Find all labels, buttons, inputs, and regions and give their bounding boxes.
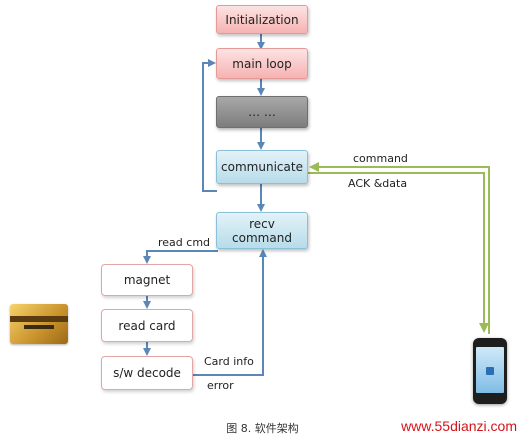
arrow-recv-to-magnet — [143, 250, 218, 264]
label-error: error — [207, 379, 234, 392]
node-sw-decode: s/w decode — [101, 356, 193, 390]
site-watermark: www.55dianzi.com — [401, 418, 517, 434]
label-ack-data: ACK &data — [348, 177, 408, 190]
figure-caption: 图 8. 软件架构 — [226, 422, 299, 435]
arrow-ack-data — [306, 172, 489, 333]
arrow-decode-to-recv — [192, 249, 267, 376]
recv-command-line1: recv — [249, 216, 275, 231]
node-main-loop: main loop — [216, 48, 308, 79]
arrow-phone-command — [309, 162, 490, 334]
node-recv-command: recv command — [216, 212, 308, 249]
node-magnet: magnet — [101, 264, 193, 296]
node-initialization: Initialization — [216, 5, 308, 34]
label-card-info: Card info — [204, 355, 254, 368]
label-command: command — [353, 152, 408, 165]
node-communicate: communicate — [216, 150, 308, 184]
smartphone-image — [473, 338, 507, 404]
magnetic-card-image — [10, 304, 68, 344]
node-ellipsis: … … — [216, 96, 308, 128]
recv-command-line2: command — [232, 230, 292, 245]
arrow-communicate-loop-to-mainloop — [202, 59, 217, 192]
label-read-cmd: read cmd — [158, 236, 211, 249]
node-read-card: read card — [101, 309, 193, 342]
